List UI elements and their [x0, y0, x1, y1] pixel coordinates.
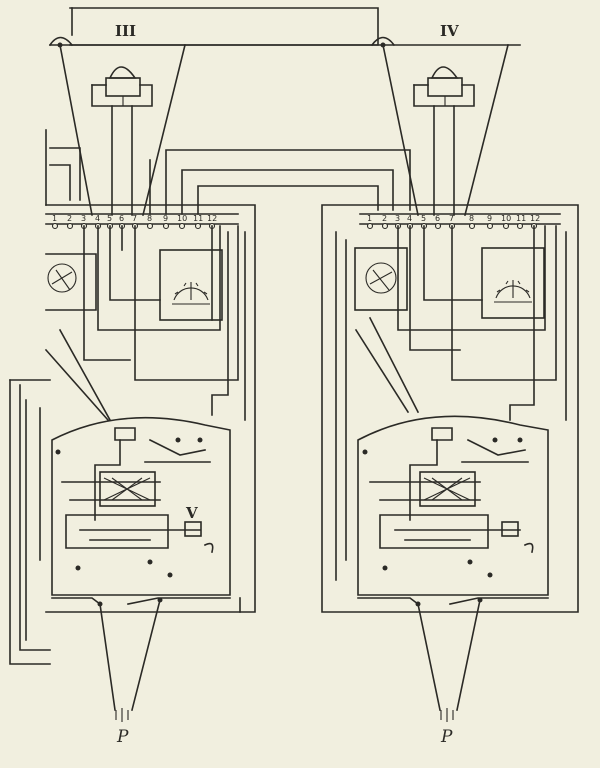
right-term-8: 8: [469, 214, 474, 223]
right-term-10: 10: [501, 214, 511, 223]
right-meter-2: [481, 247, 545, 319]
label-v: V: [185, 504, 198, 522]
label-p-right: P: [440, 727, 453, 747]
left-term-8: 8: [147, 214, 152, 223]
left-relay-housing: [51, 416, 231, 596]
right-unit: 1 2 3 4 5 6 7 8 9 10 11 12: [321, 44, 579, 722]
left-terminal-strip: 1 2 3 4 5 6 7 8 9 10 11 12: [45, 213, 239, 230]
label-iii: III: [115, 22, 136, 40]
right-term-2: 2: [382, 214, 387, 223]
left-term-11: 11: [193, 214, 203, 223]
left-term-1: 1: [52, 214, 57, 223]
right-relay-housing: [357, 415, 549, 596]
right-term-6: 6: [435, 214, 440, 223]
right-term-9: 9: [487, 214, 492, 223]
right-term-1: 1: [367, 214, 372, 223]
left-term-6: 6: [119, 214, 124, 223]
left-meter-1: [45, 253, 97, 311]
lamp-fixture-iii: [91, 66, 153, 216]
left-term-12: 12: [207, 214, 217, 223]
right-meter-1: [354, 247, 408, 311]
right-terminal-strip: 1 2 3 4 5 6 7 8 9 10 11 12: [359, 213, 561, 230]
left-unit: 1 2 3 4 5 6 7 8 9 10 11 12: [9, 44, 411, 722]
right-term-7: 7: [449, 214, 454, 223]
left-term-7: 7: [132, 214, 137, 223]
right-term-12: 12: [530, 214, 540, 223]
right-term-5: 5: [421, 214, 426, 223]
left-term-5: 5: [107, 214, 112, 223]
label-p-left: P: [116, 727, 129, 747]
left-term-4: 4: [95, 214, 100, 223]
left-meter-2: [159, 249, 223, 321]
left-term-3: 3: [81, 214, 86, 223]
lamp-fixture-iv: [413, 66, 475, 216]
right-term-3: 3: [395, 214, 400, 223]
right-term-4: 4: [407, 214, 412, 223]
right-term-11: 11: [516, 214, 526, 223]
label-iv: IV: [440, 22, 459, 40]
left-term-10: 10: [177, 214, 187, 223]
left-term-9: 9: [163, 214, 168, 223]
left-term-2: 2: [67, 214, 72, 223]
